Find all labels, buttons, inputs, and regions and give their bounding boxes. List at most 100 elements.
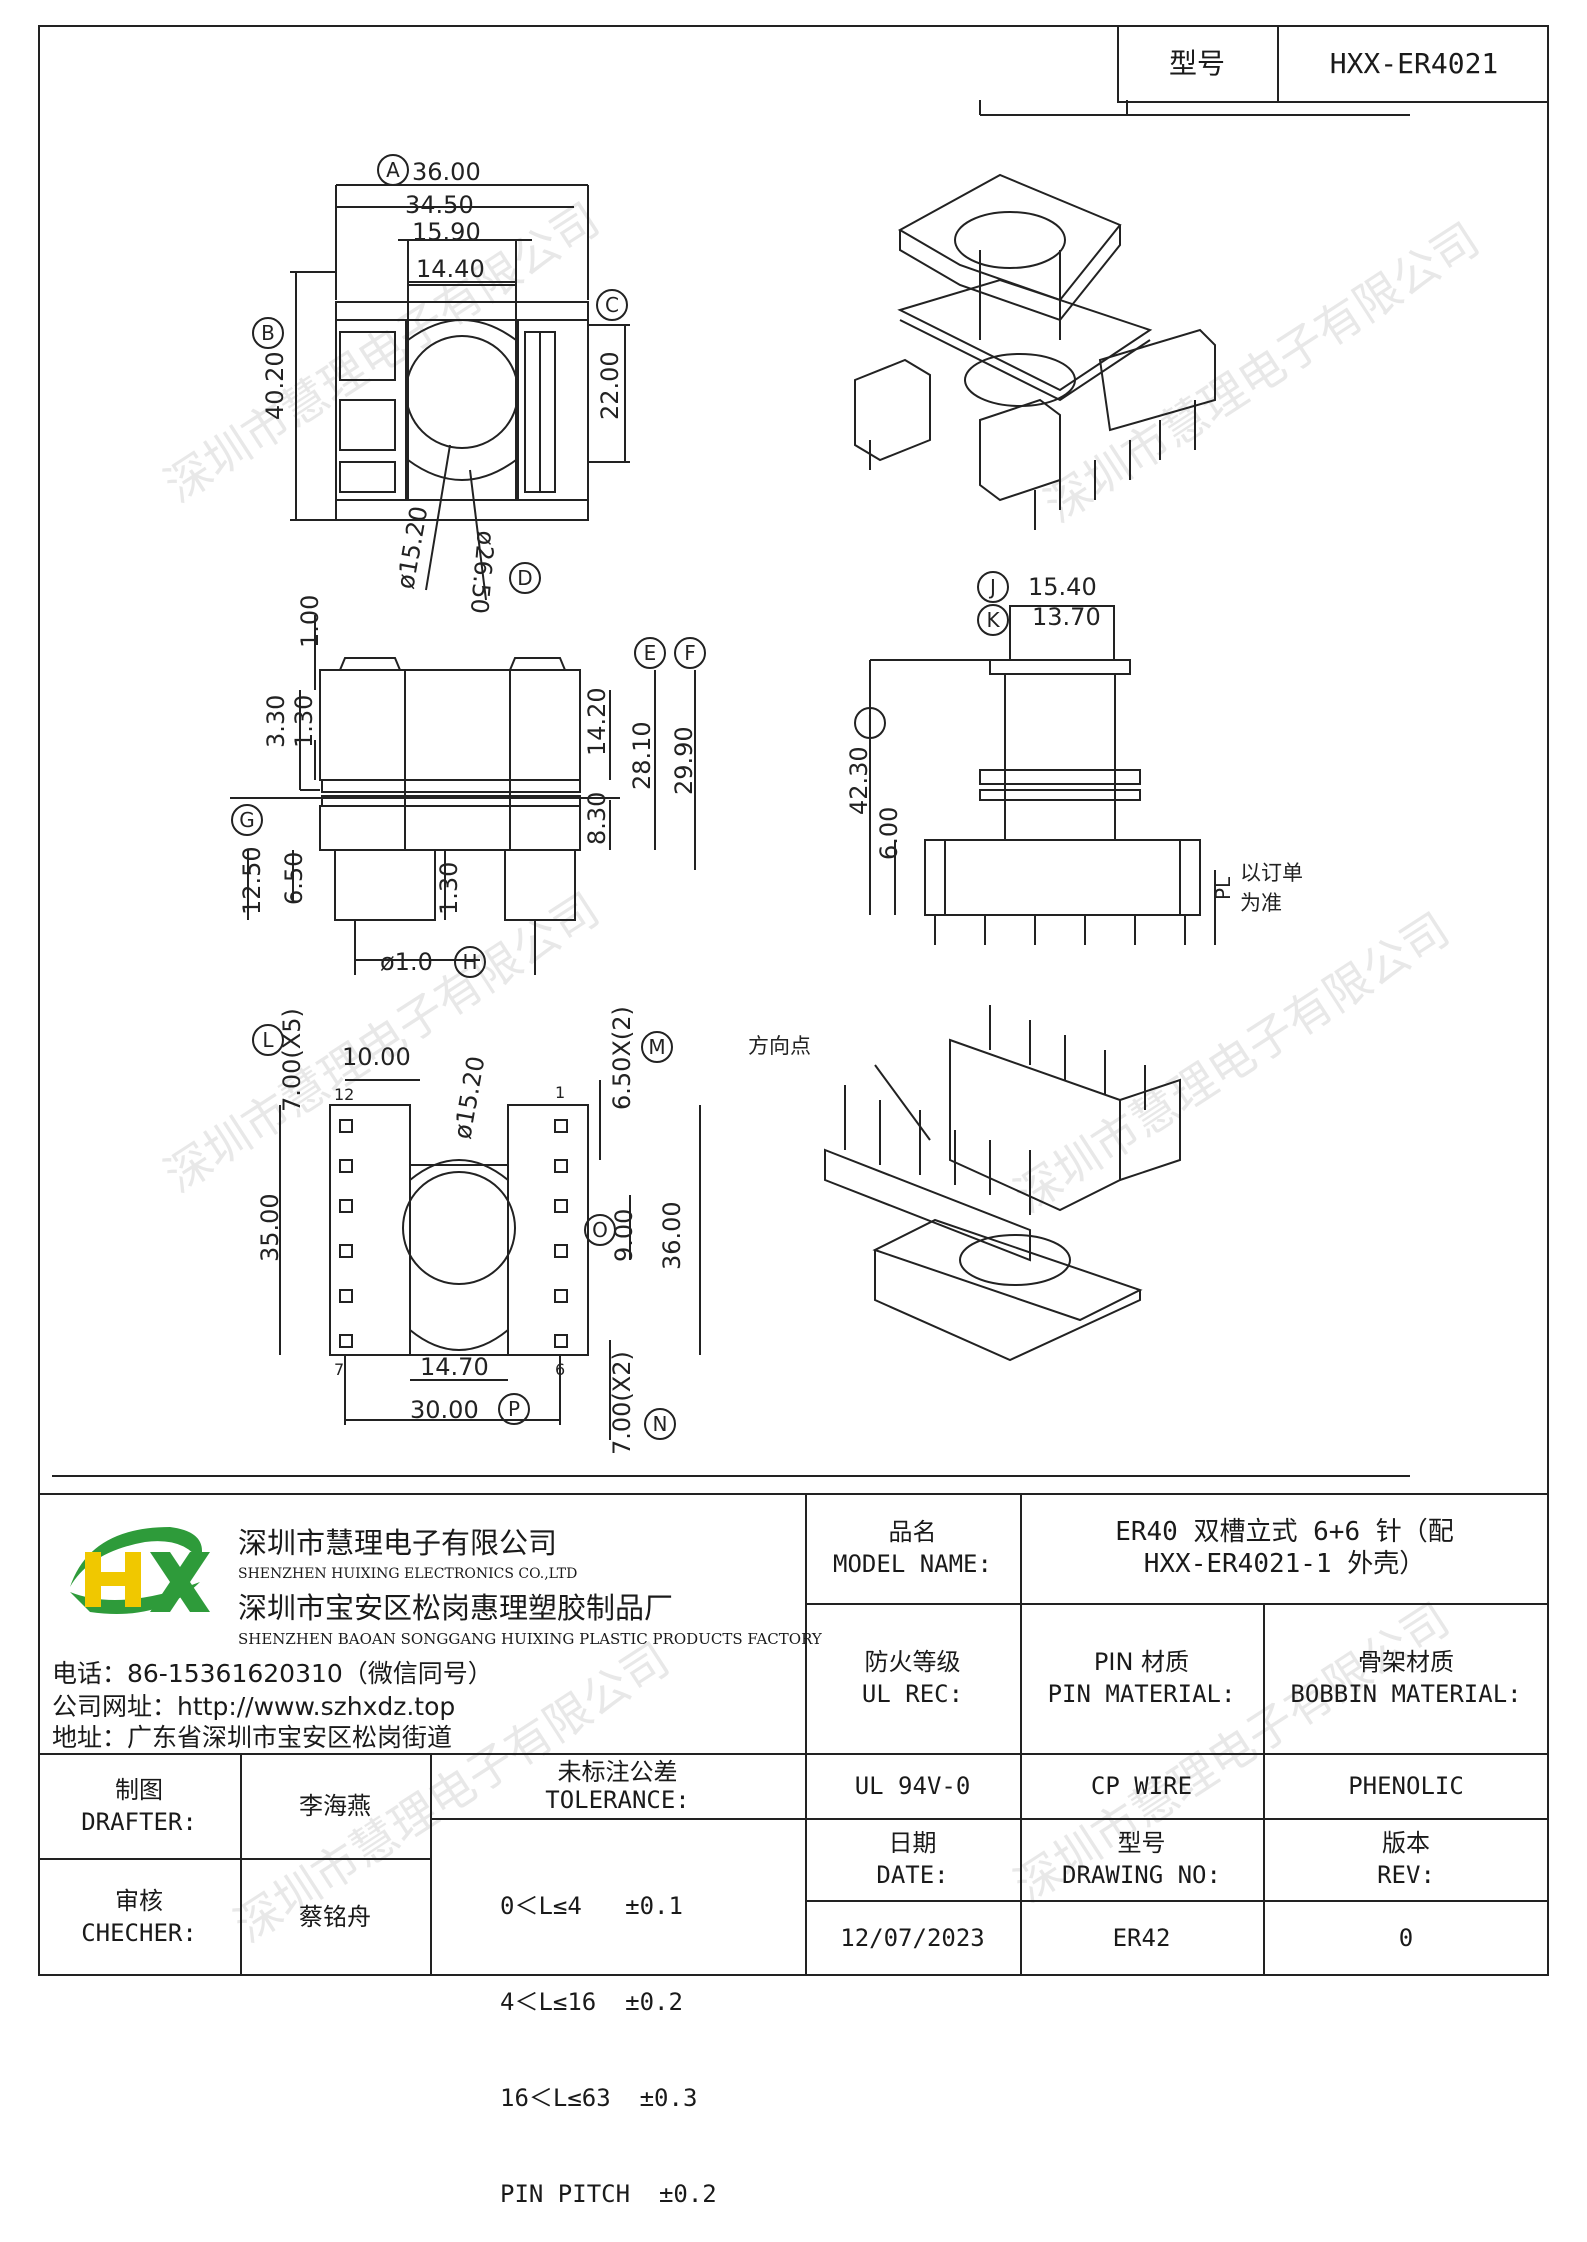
pin-number-6: 6 [555,1360,565,1379]
company-website: 公司网址：http://www.szhxdz.top [52,1692,456,1721]
date-label: 日期 DATE: [805,1818,1020,1900]
dim-1-30: 1.30 [290,695,318,748]
pin-number-12: 12 [334,1085,354,1104]
technical-drawing: A B C D E F G H I J K L M O P N 36.00 34… [52,100,1410,1477]
company-phone: 电话：86-15361620310（微信同号） [52,1659,493,1688]
iso-view-top [854,173,1216,530]
dim-letter-e: E [644,641,657,665]
model-name-label: 品名 MODEL NAME: [805,1493,1020,1603]
ul-rec-cn: 防火等级 [864,1648,961,1676]
dim-42-30: 42.30 [845,746,873,815]
direction-point-label: 方向点 [748,1034,811,1058]
dim-34-50: 34.50 [405,191,474,219]
model-name-cn: 品名 [888,1518,937,1546]
tolerance-row: 4＜L≤16 ±0.2 [500,1988,683,2016]
dim-letter-m: M [648,1035,665,1059]
dim-d26-50: ø26.50 [465,529,500,615]
front-view [869,605,1216,945]
dim-13-70: 13.70 [1032,603,1101,631]
dim-pl-note-2: 为准 [1240,891,1282,915]
ul-rec-en: UL REC: [861,1680,964,1708]
header-model-box [1117,25,1549,103]
tolerance-row: 16＜L≤63 ±0.3 [500,2084,698,2112]
dim-40-20: 40.20 [261,351,289,420]
pin-number-1: 1 [555,1083,565,1102]
drawing-no-cn: 型号 [1117,1829,1166,1857]
dim-9-00: 9.00 [610,1209,638,1262]
dim-7-00x5: 7.00(X5) [278,1008,306,1112]
dim-30-00: 30.00 [410,1396,479,1424]
dim-letter-p: P [508,1397,520,1421]
dim-pin-dia: ø1.0 [380,948,433,976]
dim-letter-d: D [517,566,532,590]
dim-letter-n: N [653,1412,668,1436]
rev-en: REV: [1377,1861,1435,1889]
dim-letter-l: L [262,1028,274,1052]
dim-pl-note-1: 以订单 [1240,861,1303,885]
factory-name-en: SHENZHEN BAOAN SONGGANG HUIXING PLASTIC … [238,1630,822,1648]
iso-view-bottom [824,1005,1181,1362]
dim-14-20: 14.20 [583,687,611,756]
pin-material-cn: PIN 材质 [1093,1648,1190,1676]
dim-28-10: 28.10 [628,721,656,790]
factory-name-cn: 深圳市宝安区松岗惠理塑胶制品厂 [238,1591,674,1625]
top-view [290,184,630,601]
model-name-value-line-2: HXX-ER4021-1 外壳） [1143,1549,1426,1579]
dim-35-00: 35.00 [256,1193,284,1262]
dim-letter-f: F [684,641,696,665]
dim-letter-i: I [867,711,873,735]
dim-1-00: 1.00 [296,595,324,648]
dim-22-00: 22.00 [596,351,624,420]
drawing-no-label: 型号 DRAWING NO: [1020,1818,1263,1900]
rev-value: 0 [1398,1924,1414,1952]
dim-letter-j: J [988,575,996,599]
drawing-no-value: ER42 [1112,1924,1171,1952]
date-cn: 日期 [888,1829,937,1857]
tolerance-en: TOLERANCE: [545,1785,690,1814]
dim-letter-g: G [239,808,255,832]
pin-number-7: 7 [334,1360,344,1379]
bobbin-material-cn: 骨架材质 [1358,1648,1454,1676]
model-name-value-line-1: ER40 双槽立式 6+6 针（配 [1115,1517,1454,1547]
company-address: 地址：广东省深圳市宝安区松岗街道 [52,1723,453,1752]
dim-14-70: 14.70 [420,1353,489,1381]
dim-12-50: 12.50 [238,846,266,915]
pin-material-label: PIN 材质 PIN MATERIAL: [1020,1603,1263,1753]
checker-name: 蔡铭舟 [299,1903,371,1931]
pin-material-en: PIN MATERIAL: [1047,1680,1236,1708]
drafter-name: 李海燕 [299,1791,371,1820]
date-value: 12/07/2023 [840,1924,985,1952]
bobbin-material-value: PHENOLIC [1348,1771,1464,1800]
dim-10-00: 10.00 [342,1043,411,1071]
dim-3-30: 3.30 [262,695,290,748]
dim-6-50x2: 6.50X(2) [608,1006,636,1110]
dim-36-00: 36.00 [658,1201,686,1270]
dim-8-30: 8.30 [583,792,611,845]
drafter-label: 制图 DRAFTER: [38,1753,240,1858]
dim-letter-a: A [386,158,400,182]
drawing-no-en: DRAWING NO: [1062,1861,1221,1889]
rev-label: 版本 REV: [1263,1818,1549,1900]
header-model-value: HXX-ER4021 [1329,47,1499,80]
bottom-view [279,1079,701,1440]
ul-rec-value: UL 94V-0 [854,1771,971,1800]
tolerance-cn: 未标注公差 [557,1757,678,1786]
dim-6-00: 6.00 [875,807,903,860]
company-logo [50,1512,220,1627]
rev-cn: 版本 [1382,1829,1430,1857]
dim-d15-20b: ø15.20 [448,1054,490,1141]
bobbin-material-label: 骨架材质 BOBBIN MATERIAL: [1263,1603,1549,1753]
dim-15-40: 15.40 [1028,573,1097,601]
drafter-cn: 制图 [115,1775,163,1804]
checker-label: 审核 CHECHER: [38,1858,240,1976]
model-name-value: ER40 双槽立式 6+6 针（配 HXX-ER4021-1 外壳） [1020,1493,1549,1603]
tolerance-values: 0＜L≤4 ±0.1 4＜L≤16 ±0.2 16＜L≤63 ±0.3 PIN … [500,1826,717,2242]
tolerance-label: 未标注公差 TOLERANCE: [430,1753,805,1818]
dim-letter-h: H [462,950,477,974]
dim-letter-o: O [592,1218,608,1242]
checker-en: CHECHER: [81,1919,197,1947]
dim-14-40: 14.40 [416,255,485,283]
pin-material-value: CP WIRE [1090,1771,1193,1800]
dim-letter-c: C [605,293,619,317]
side-view [230,615,696,975]
